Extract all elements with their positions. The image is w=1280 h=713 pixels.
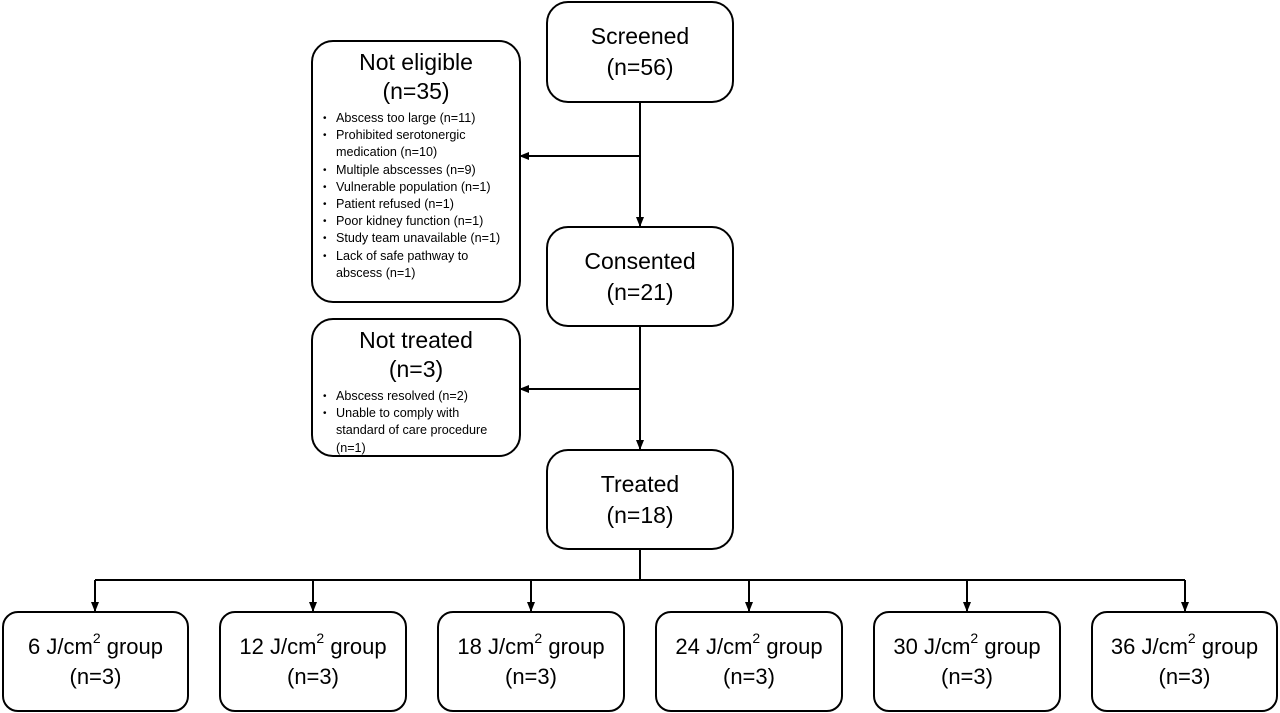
not-eligible-title: Not eligible: [359, 49, 473, 75]
list-item: Prohibited serotonergic medication (n=10…: [323, 127, 509, 161]
group-box-18: 18 J/cm2 group (n=3): [437, 611, 625, 712]
group-count: (n=3): [69, 663, 122, 689]
list-item: Unable to comply with standard of care p…: [323, 405, 509, 457]
group-box-6: 6 J/cm2 group (n=3): [2, 611, 189, 712]
group-box-30: 30 J/cm2 group (n=3): [873, 611, 1061, 712]
not-eligible-box: Not eligible (n=35) Abscess too large (n…: [311, 40, 521, 303]
group-label: 18 J/cm2 group: [457, 630, 605, 659]
consented-count: (n=21): [606, 278, 674, 305]
group-count: (n=3): [287, 663, 339, 689]
list-item: Vulnerable population (n=1): [323, 179, 509, 196]
consented-title: Consented: [584, 247, 696, 274]
not-eligible-count: (n=35): [382, 78, 450, 104]
not-treated-title: Not treated: [359, 327, 473, 353]
list-item: Multiple abscesses (n=9): [323, 162, 509, 179]
list-item: Poor kidney function (n=1): [323, 213, 509, 230]
treated-box: Treated (n=18): [546, 449, 734, 550]
treated-count: (n=18): [606, 501, 674, 528]
group-count: (n=3): [941, 663, 993, 689]
group-label: 36 J/cm2 group: [1110, 630, 1259, 659]
not-treated-count: (n=3): [388, 356, 444, 382]
list-item: Study team unavailable (n=1): [323, 230, 509, 247]
group-count: (n=3): [505, 663, 557, 689]
list-item: Abscess too large (n=11): [323, 110, 509, 127]
group-box-24: 24 J/cm2 group (n=3): [655, 611, 843, 712]
group-label: 12 J/cm2 group: [239, 630, 387, 659]
group-box-36: 36 J/cm2 group (n=3): [1091, 611, 1278, 712]
group-label: 30 J/cm2 group: [893, 630, 1041, 659]
list-item: Abscess resolved (n=2): [323, 388, 509, 405]
group-count: (n=3): [1158, 663, 1211, 689]
not-treated-box: Not treated (n=3) Abscess resolved (n=2)…: [311, 318, 521, 457]
not-eligible-reasons: Abscess too large (n=11) Prohibited sero…: [323, 110, 509, 282]
group-label: 6 J/cm2 group: [27, 630, 164, 659]
group-label: 24 J/cm2 group: [675, 630, 823, 659]
screened-title: Screened: [590, 23, 690, 49]
screened-box: Screened (n=56): [546, 1, 734, 103]
consented-box: Consented (n=21): [546, 226, 734, 327]
list-item: Lack of safe pathway to abscess (n=1): [323, 248, 509, 282]
list-item: Patient refused (n=1): [323, 196, 509, 213]
group-count: (n=3): [723, 663, 775, 689]
not-treated-reasons: Abscess resolved (n=2) Unable to comply …: [323, 388, 509, 457]
group-box-12: 12 J/cm2 group (n=3): [219, 611, 407, 712]
treated-title: Treated: [600, 470, 680, 497]
screened-count: (n=56): [606, 54, 674, 80]
